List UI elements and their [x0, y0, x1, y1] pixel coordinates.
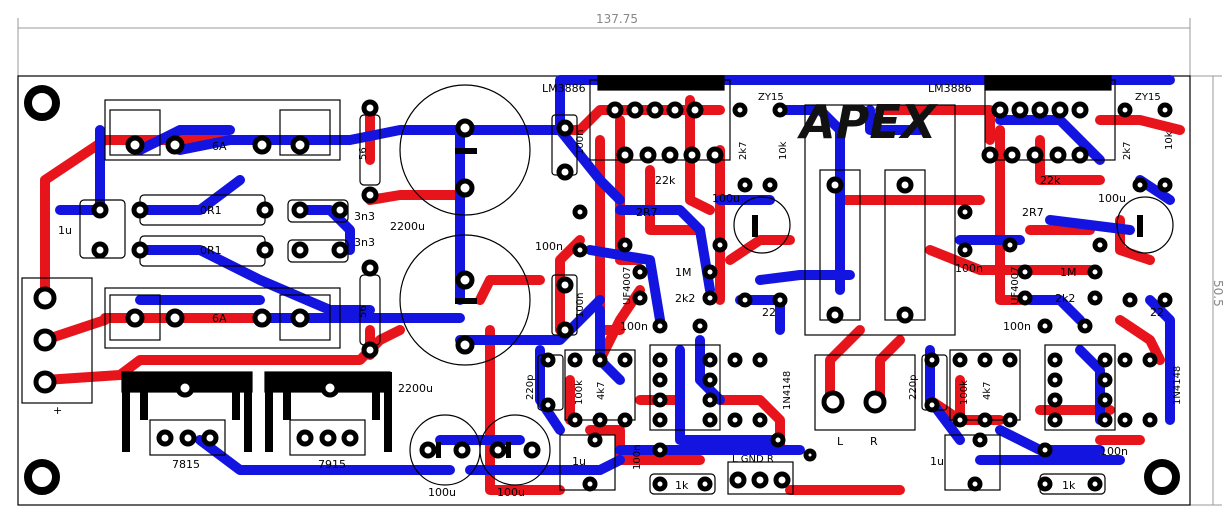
dimension-width: 137.75 [17, 12, 1191, 76]
label-3n3-top: 3n3 [354, 210, 375, 223]
label-1u-right: 1u [930, 455, 944, 468]
label-ic-left: LM3886 [542, 82, 586, 95]
label-2k7-right: 2k7 [1122, 141, 1133, 160]
label-zy15-left: ZY15 [758, 92, 784, 103]
label-220p-right: 220p [908, 375, 919, 400]
label-1n4148-left: 1N4148 [782, 371, 793, 410]
label-zy15-right: ZY15 [1135, 92, 1161, 103]
label-22k-right: 22k [1040, 174, 1061, 187]
label-100u-right: 100u [1098, 192, 1126, 205]
label-100u-a: 100u [428, 486, 456, 499]
mounting-holes [24, 85, 1180, 495]
label-2k7-left: 2k7 [738, 141, 749, 160]
label-uf4007-left: UF4007 [622, 266, 633, 305]
label-r-top: 0R1 [200, 204, 222, 217]
heatsink-fins [122, 372, 392, 452]
label-2k2-left: 2k2 [675, 292, 695, 305]
height-label: 50.5 [1211, 280, 1225, 307]
label-plus: + [53, 404, 62, 417]
pads [33, 99, 1173, 492]
label-fuse-top: 6A [212, 140, 227, 153]
label-2200u-top: 2200u [390, 220, 425, 233]
label-100n-c: 100n [535, 240, 563, 253]
label-uf4007-right: UF4007 [1010, 266, 1021, 305]
label-2r7-right: 2R7 [1022, 206, 1044, 219]
label-100n-a: 100n [575, 130, 586, 155]
label-4k7-left: 4k7 [596, 381, 607, 400]
label-22-right: 22 [1150, 306, 1164, 319]
label-1m-left: 1M [675, 266, 692, 279]
label-2k2-right: 2k2 [1055, 292, 1075, 305]
label-2200u-bottom: 2200u [398, 382, 433, 395]
label-c1u-left: 1u [58, 224, 72, 237]
label-output-r: R [870, 435, 878, 448]
label-3n3-bottom: 3n3 [354, 236, 375, 249]
dimension-height: 50.5 [1190, 75, 1225, 506]
width-label: 137.75 [596, 12, 638, 26]
label-56-bottom: 56 [358, 305, 369, 318]
label-7915: 7915 [318, 458, 346, 471]
silkscreen-labels: LM3886 LM3886 6A 6A 0R1 0R1 1u 3n3 3n3 5… [53, 82, 1183, 499]
capacitor-symbols [436, 148, 1143, 458]
label-ic-right: LM3886 [928, 82, 972, 95]
label-220p-left: 220p [525, 375, 536, 400]
label-22-left: 22 [762, 306, 776, 319]
label-100u-left: 100u [712, 192, 740, 205]
label-10k-left: 10k [778, 141, 789, 160]
label-100n-g: 100n [632, 445, 643, 470]
label-56-top: 56 [358, 147, 369, 160]
label-1k-right: 1k [1062, 479, 1076, 492]
label-100k-left: 100k [574, 380, 585, 405]
label-100n-b: 100n [575, 293, 586, 318]
apex-logo: APEX [797, 95, 939, 149]
label-7815: 7815 [172, 458, 200, 471]
label-100n-d: 100n [620, 320, 648, 333]
label-1k-left: 1k [675, 479, 689, 492]
label-100n-h: 100n [1100, 445, 1128, 458]
label-output-l: L [837, 435, 844, 448]
label-100n-f: 100n [1003, 320, 1031, 333]
label-100u-b: 100u [497, 486, 525, 499]
label-r-bottom: 0R1 [200, 244, 222, 257]
label-100k-right: 100k [959, 380, 970, 405]
label-1n4148-right: 1N4148 [1172, 366, 1183, 405]
label-4k7-right: 4k7 [982, 381, 993, 400]
label-fuse-bottom: 6A [212, 312, 227, 325]
label-10k-right: 10k [1164, 131, 1175, 150]
label-100n-e: 100n [955, 262, 983, 275]
label-1m-right: 1M [1060, 266, 1077, 279]
label-1u-left: 1u [572, 455, 586, 468]
label-2r7-left: 2R7 [636, 206, 658, 219]
label-22k-left: 22k [655, 174, 676, 187]
label-input-connector: L GND R [732, 454, 774, 465]
